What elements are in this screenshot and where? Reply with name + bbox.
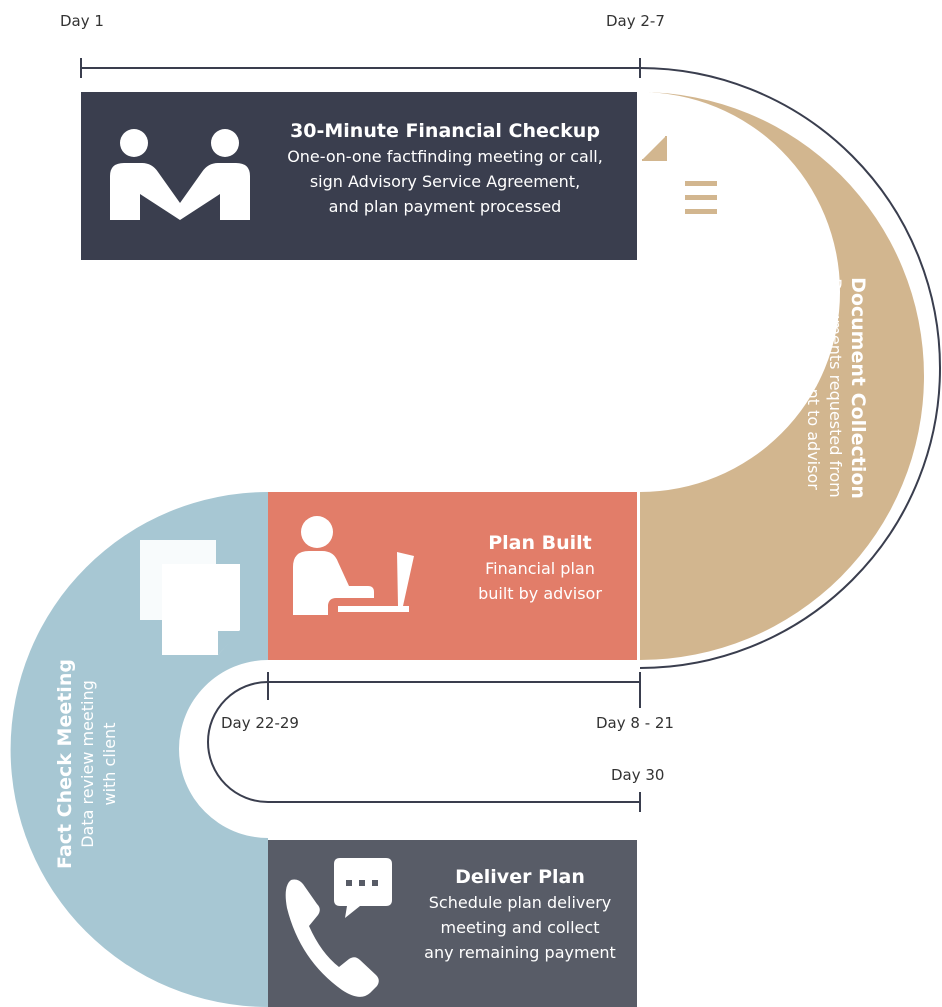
day-label-day8-21: Day 8 - 21 <box>596 714 674 732</box>
fact-check-text: Fact Check Meeting Data review meeting w… <box>53 654 133 874</box>
day-label-day2-7: Day 2-7 <box>606 12 665 30</box>
checkup-desc-line2: sign Advisory Service Agreement, <box>309 172 581 191</box>
plan-built-title: Plan Built <box>488 532 592 554</box>
checkup-block <box>81 92 637 260</box>
day-label-day30: Day 30 <box>611 766 665 784</box>
plan-built-desc-line1: Financial plan <box>485 559 595 578</box>
fact-check-title: Fact Check Meeting <box>54 659 76 869</box>
checkup-text: 30-Minute Financial Checkup One-on-one f… <box>250 118 640 219</box>
document-collection-desc-line2: client and sent to advisor <box>804 286 823 490</box>
fact-check-desc-line2: with client <box>100 722 119 806</box>
checkup-desc-line3: and plan payment processed <box>328 197 562 216</box>
deliver-desc-line1: Schedule plan delivery <box>428 893 612 912</box>
deliver-desc-line2: meeting and collect <box>440 918 600 937</box>
day-label-day22-29: Day 22-29 <box>221 714 299 732</box>
left-inner-arc-line <box>207 681 269 803</box>
document-collection-desc-line1: Documents requested from <box>826 278 845 498</box>
phone-chat-icon <box>285 858 392 997</box>
document-icon <box>642 136 730 236</box>
checkup-title: 30-Minute Financial Checkup <box>290 120 600 142</box>
document-collection-segment <box>640 92 924 660</box>
timeline-lines <box>80 58 941 812</box>
right-arc-line <box>639 67 941 669</box>
day-label-day1: Day 1 <box>60 12 104 30</box>
plan-built-desc-line2: built by advisor <box>478 584 602 603</box>
deliver-text: Deliver Plan Schedule plan delivery meet… <box>400 864 640 965</box>
papers-icon <box>140 540 240 655</box>
checkup-desc-line1: One-on-one factfinding meeting or call, <box>287 147 603 166</box>
person-at-laptop-icon <box>293 516 414 615</box>
deliver-title: Deliver Plan <box>455 866 585 888</box>
plan-built-text: Plan Built Financial plan built by advis… <box>440 530 640 606</box>
deliver-desc-line3: any remaining payment <box>424 943 616 962</box>
fact-check-desc-line1: Data review meeting <box>78 680 97 848</box>
document-collection-title: Document Collection <box>847 277 869 499</box>
document-collection-text: Document Collection Documents requested … <box>790 258 870 518</box>
handshake-icon <box>110 129 250 220</box>
